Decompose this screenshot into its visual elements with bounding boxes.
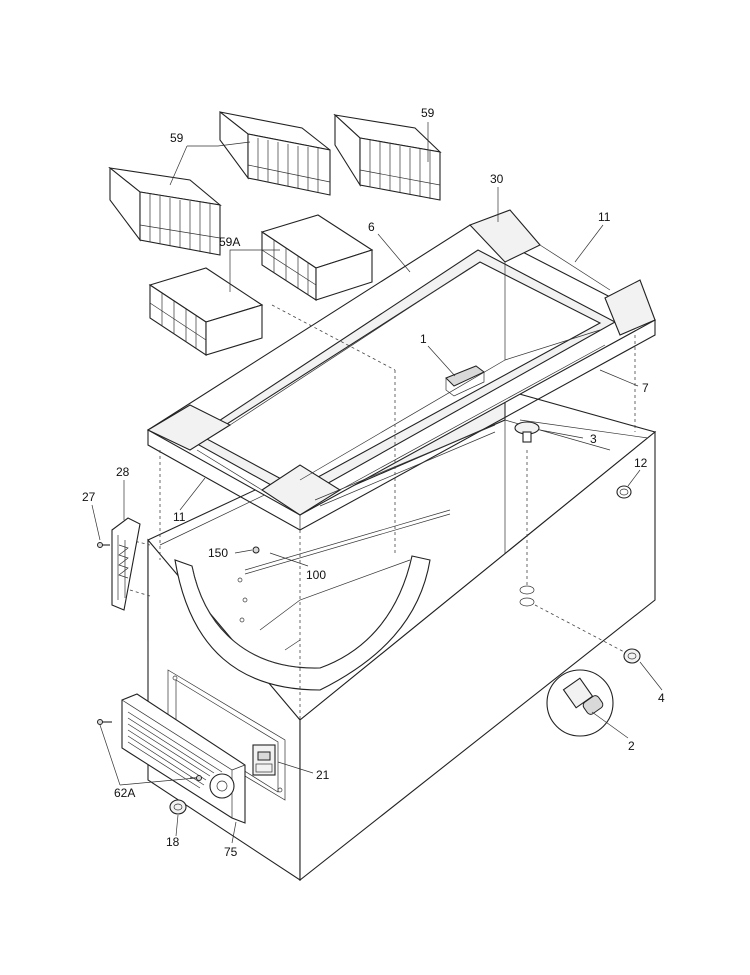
thermostat-21	[252, 744, 276, 776]
screw-27	[97, 542, 110, 548]
basket-left	[108, 166, 222, 256]
callout-75: 75	[224, 845, 238, 859]
drain-fitting-2	[546, 669, 614, 737]
callout-11-bottom: 11	[173, 510, 186, 524]
plug-12	[616, 485, 632, 499]
basket-59a-right	[260, 214, 374, 302]
drain-cap-4	[623, 648, 641, 664]
callout-59A: 59A	[219, 235, 240, 249]
callout-62A: 62A	[114, 786, 135, 800]
basket-rear-right	[333, 113, 442, 201]
callout-59-right: 59	[421, 106, 435, 120]
cabinet-front-face	[299, 430, 656, 882]
callout-2: 2	[628, 739, 635, 753]
callout-100: 100	[306, 568, 326, 582]
callout-30: 30	[490, 172, 504, 186]
hinge-bracket	[111, 517, 141, 611]
basket-rear-left	[219, 110, 331, 196]
basket-59a-left	[148, 267, 264, 357]
callout-6: 6	[368, 220, 375, 234]
lid-handle	[445, 365, 485, 397]
screw-150	[252, 546, 260, 554]
lid-frame	[146, 209, 657, 575]
leader-lines	[91, 122, 663, 844]
callout-21: 21	[316, 768, 330, 782]
foot-18	[169, 799, 187, 815]
callout-150: 150	[208, 546, 228, 560]
callout-1: 1	[420, 332, 427, 346]
callout-7: 7	[642, 381, 649, 395]
corner-piece-back-right	[604, 279, 656, 336]
callout-labels: 59 59 30 11 6 59A 1 7 3 12 28 27 11 150 …	[82, 106, 665, 859]
grille-75	[121, 693, 246, 824]
callout-18: 18	[166, 835, 180, 849]
callout-27: 27	[82, 490, 96, 504]
callout-28: 28	[116, 465, 130, 479]
callout-12: 12	[634, 456, 648, 470]
callout-11-top: 11	[598, 210, 611, 224]
screws-62a	[97, 719, 202, 781]
callout-3: 3	[590, 432, 597, 446]
drain-plug-3	[514, 421, 540, 443]
alignment-lines	[129, 304, 636, 720]
callout-4: 4	[658, 691, 665, 705]
callout-59-left: 59	[170, 131, 184, 145]
frame-hole	[203, 261, 602, 489]
